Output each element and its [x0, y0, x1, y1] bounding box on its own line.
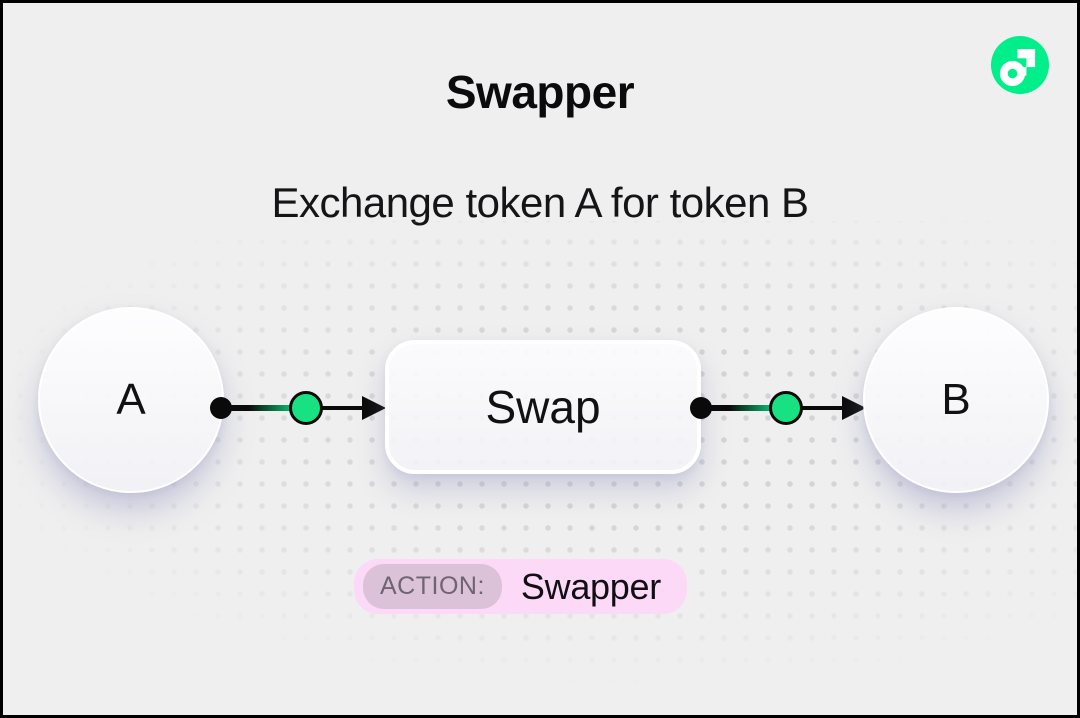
node-swap-label: Swap [485, 381, 601, 433]
flow-logo-icon [991, 36, 1049, 94]
connector-line-gradient [701, 405, 787, 411]
green-node-icon [769, 391, 803, 425]
connector-line-gradient [221, 405, 307, 411]
arrowhead-icon [362, 396, 386, 420]
green-node-icon [289, 391, 323, 425]
action-badge-value: Swapper [520, 565, 661, 607]
page-subtitle: Exchange token A for token B [271, 179, 809, 226]
node-swap: Swap [385, 340, 701, 474]
arrowhead-icon [842, 396, 866, 420]
connector-a-to-swap [210, 386, 386, 430]
node-token-b: B [863, 307, 1049, 493]
action-badge: ACTION: Swapper [354, 559, 687, 614]
page-title: Swapper [445, 66, 635, 118]
node-token-a-label: A [116, 375, 146, 424]
connector-line [321, 405, 365, 410]
node-token-a: A [38, 307, 224, 493]
connector-line [801, 405, 845, 410]
connector-swap-to-b [690, 386, 866, 430]
action-badge-label: ACTION: [363, 564, 502, 609]
node-token-b-label: B [941, 375, 971, 424]
